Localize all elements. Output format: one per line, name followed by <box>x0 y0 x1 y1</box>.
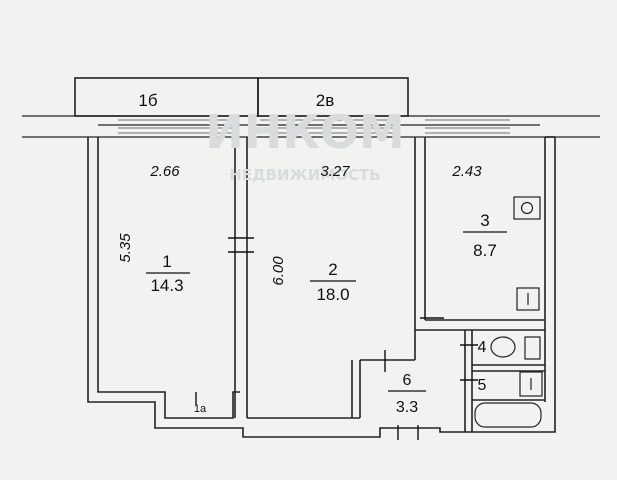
room-5-number: 5 <box>478 377 487 394</box>
balcony-2v-label: 2в <box>316 91 335 110</box>
windows <box>118 119 510 134</box>
room-2-number: 2 <box>328 260 337 279</box>
watermark-brand: ИНКОМ <box>205 105 404 159</box>
walls <box>87 136 556 438</box>
room2-width-dimension: 3.27 <box>320 163 350 180</box>
room-6-number: 6 <box>403 372 412 389</box>
watermark-tagline: НЕДВИЖИМОСТЬ <box>229 166 380 184</box>
room-3-number: 3 <box>480 211 489 230</box>
niche-1a-label: 1а <box>194 403 207 415</box>
room-3-area: 8.7 <box>473 241 497 260</box>
room-2-area: 18.0 <box>316 285 349 304</box>
room1-width-dimension: 2.66 <box>149 163 180 180</box>
room-1-area: 14.3 <box>150 276 183 295</box>
plumbing-fixtures <box>474 196 543 428</box>
facade-wall <box>22 115 600 138</box>
balcony-1b-label: 1б <box>138 91 157 110</box>
room2-length-dimension: 6.00 <box>270 256 287 286</box>
room-1-number: 1 <box>162 252 171 271</box>
watermark: ИНКОМ НЕДВИЖИМОСТЬ <box>205 105 404 184</box>
room1-length-dimension: 5.35 <box>117 233 134 263</box>
door-marks <box>195 237 478 440</box>
room3-width-dimension: 2.43 <box>451 163 482 180</box>
room-6-area: 3.3 <box>396 399 418 416</box>
room-4-number: 4 <box>478 339 487 356</box>
